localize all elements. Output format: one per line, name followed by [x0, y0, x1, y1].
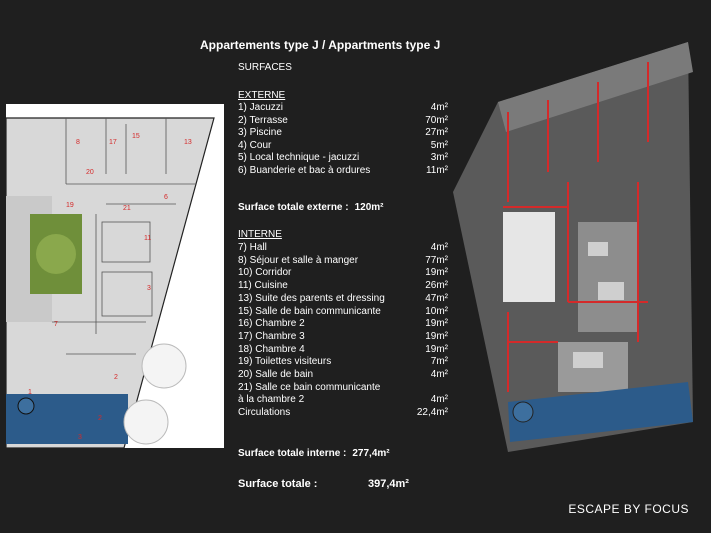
externe-row: 3) Piscine 27m² — [238, 127, 448, 139]
interne-label: 19) Toilettes visiteurs — [238, 356, 332, 368]
externe-total: Surface totale externe : 120m² — [238, 202, 384, 213]
interne-row: 19) Toilettes visiteurs 7m² — [238, 356, 448, 368]
plan-room-label: 1 — [28, 389, 32, 396]
interne-value: 19m² — [425, 343, 448, 355]
interne-value: 4m² — [430, 369, 448, 380]
externe-row: 4) Cour 5m² — [238, 140, 448, 152]
externe-heading: EXTERNE — [238, 90, 286, 101]
externe-label: 2) Terrasse — [238, 114, 288, 126]
interne-row: 21) Salle ce bain communicante — [238, 382, 448, 394]
externe-value: 5m² — [430, 139, 448, 151]
plan-room-label: 6 — [164, 194, 168, 201]
interne-label: à la chambre 2 — [238, 394, 305, 406]
interne-row: 18) Chambre 4 19m² — [238, 344, 448, 356]
plan-room-label: 7 — [54, 321, 58, 328]
page-title: Appartements type J / Appartments type J — [200, 38, 441, 52]
interne-row: 20) Salle de bain 4m² — [238, 369, 448, 381]
externe-value: 11m² — [425, 165, 448, 176]
externe-label: 1) Jacuzzi — [238, 102, 284, 113]
interne-row: 7) Hall 4m² — [238, 242, 448, 254]
interne-row: 11) Cuisine 26m² — [238, 280, 448, 292]
externe-row: 2) Terrasse 70m² — [238, 115, 448, 127]
externe-label: 4) Cour — [238, 139, 272, 151]
interne-row: 13) Suite des parents et dressing 47m² — [238, 293, 448, 305]
interne-label: 17) Chambre 3 — [238, 330, 305, 342]
interne-value: 7m² — [430, 356, 448, 368]
plan-room-label: 11 — [144, 235, 151, 242]
externe-total-value: 120m² — [354, 202, 384, 213]
interne-value: 4m² — [430, 242, 448, 253]
interne-heading: INTERNE — [238, 229, 282, 240]
interne-value: 4m² — [430, 394, 448, 406]
interne-label: Circulations — [238, 407, 291, 419]
interne-label: 21) Salle ce bain communicante — [238, 381, 381, 393]
interne-label: 10) Corridor — [238, 267, 292, 279]
plan-room-label: 15 — [132, 133, 140, 140]
interne-label: 15) Salle de bain communicante — [238, 305, 381, 317]
plan-room-label: 8 — [76, 139, 80, 146]
interne-value: 47m² — [425, 292, 448, 304]
interne-label: 7) Hall — [238, 242, 267, 253]
surfaces-heading: SURFACES — [238, 62, 292, 73]
externe-row: 1) Jacuzzi 4m² — [238, 102, 448, 114]
externe-value: 3m² — [430, 152, 448, 164]
plan-room-label: 2 — [98, 415, 102, 422]
externe-value: 27m² — [425, 127, 448, 139]
brand-label: ESCAPE BY FOCUS — [568, 502, 689, 516]
interne-value: 77m² — [425, 254, 448, 266]
interne-row: 16) Chambre 2 19m² — [238, 318, 448, 330]
interne-total-label: Surface totale interne : — [238, 448, 347, 459]
plan-room-label: 3 — [147, 285, 151, 292]
interne-row: 10) Corridor 19m² — [238, 267, 448, 279]
interne-total-value: 277,4m² — [352, 448, 390, 459]
grand-total-value: 397,4m² — [368, 478, 409, 490]
plan-room-label: 2 — [114, 374, 118, 381]
grand-total-label: Surface totale : — [238, 478, 318, 490]
plan-room-label: 17 — [109, 139, 117, 146]
externe-value: 4m² — [430, 102, 448, 113]
interne-label: 18) Chambre 4 — [238, 343, 305, 355]
externe-value: 70m² — [425, 114, 448, 126]
interne-label: 20) Salle de bain — [238, 369, 314, 380]
plan-room-label: 19 — [66, 202, 74, 209]
interne-label: 11) Cuisine — [238, 280, 288, 292]
interne-label: 8) Séjour et salle à manger — [238, 254, 359, 266]
plan-room-label: 21 — [123, 205, 131, 212]
interne-row: 8) Séjour et salle à manger 77m² — [238, 255, 448, 267]
externe-label: 3) Piscine — [238, 127, 282, 139]
interne-label: 13) Suite des parents et dressing — [238, 292, 385, 304]
grand-total: Surface totale : 397,4m² — [238, 478, 409, 490]
externe-total-label: Surface totale externe : — [238, 202, 349, 213]
interne-value: 19m² — [425, 267, 448, 279]
interne-row: 17) Chambre 3 19m² — [238, 331, 448, 343]
interne-value: 22,4m² — [416, 407, 448, 419]
interne-row: à la chambre 2 4m² — [238, 394, 448, 406]
interne-value: 10m² — [425, 305, 448, 317]
externe-row: 5) Local technique - jacuzzi 3m² — [238, 152, 448, 164]
floor-plan-3d-image — [453, 42, 693, 452]
interne-label: 16) Chambre 2 — [238, 318, 305, 330]
floor-plan-2d-image: 8 17 15 13 20 19 21 6 11 3 7 1 2 2 3 — [6, 104, 224, 448]
interne-row: Circulations 22,4m² — [238, 407, 448, 419]
plan-room-label: 20 — [86, 169, 94, 176]
plan-room-label: 13 — [184, 139, 192, 146]
interne-value: 19m² — [425, 318, 448, 330]
externe-label: 6) Buanderie et bac à ordures — [238, 165, 371, 176]
externe-label: 5) Local technique - jacuzzi — [238, 152, 360, 164]
externe-row: 6) Buanderie et bac à ordures 11m² — [238, 165, 448, 177]
interne-value: 19m² — [425, 330, 448, 342]
interne-total: Surface totale interne : 277,4m² — [238, 448, 390, 459]
interne-row: 15) Salle de bain communicante 10m² — [238, 306, 448, 318]
interne-value: 26m² — [425, 280, 448, 292]
plan-room-label: 3 — [78, 434, 82, 441]
